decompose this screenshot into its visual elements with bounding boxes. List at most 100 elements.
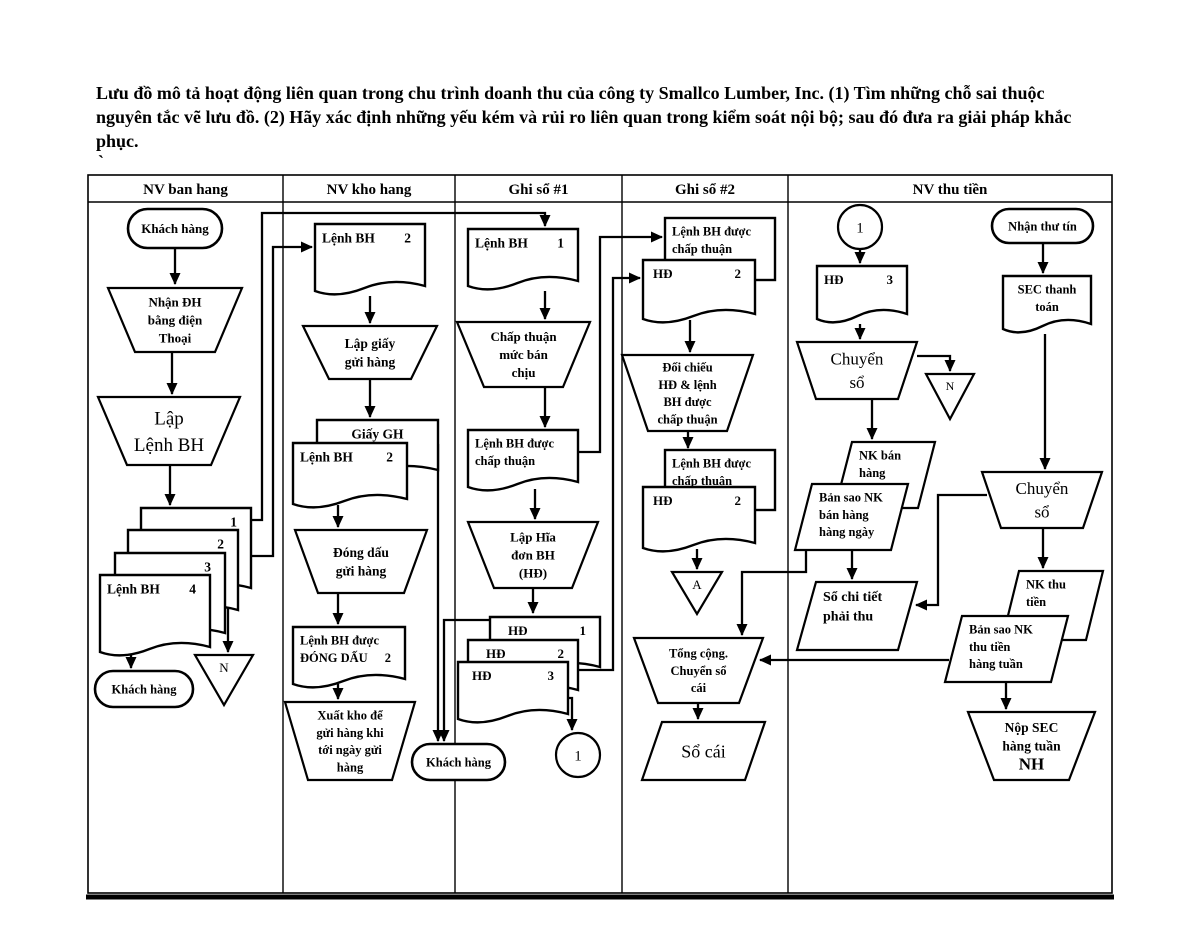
connector-1-out-label-0: 1 <box>574 748 582 764</box>
column-header-1: NV ban hang <box>143 182 228 198</box>
total-post-ledger-label-0: Tổng cộng. <box>669 647 728 661</box>
customer-end-2-label-0: Khách hàng <box>426 755 492 769</box>
customer-end-2: Khách hàng <box>410 742 507 782</box>
match-invoice-order-label-3: chấp thuận <box>657 412 717 426</box>
invoice-2-matched-label-0: HĐ <box>653 493 673 508</box>
ship-goods-label-2: tới ngày gửi <box>318 743 382 757</box>
stamp-shipping-label-1: gửi hàng <box>336 564 387 579</box>
customer-end-1-label-0: Khách hàng <box>112 682 178 696</box>
approved-order-matched-label-0: Lệnh BH được <box>672 457 751 471</box>
assignment-text: Lưu đồ mô tả hoạt động liên quan trong c… <box>96 82 1084 153</box>
post-journal-2-label-1: sổ <box>1034 503 1049 522</box>
stamped-sales-order-label-0: Lệnh BH được <box>300 634 379 648</box>
sales-order-2-doc-copy-number: 2 <box>386 450 393 465</box>
payment-check-doc-label-1: toán <box>1035 300 1059 314</box>
connector-1-out: 1 <box>554 731 602 779</box>
create-invoice-label-0: Lập Hĩa <box>510 530 556 545</box>
sales-order-2-warehouse-copy-number: 2 <box>404 231 411 246</box>
file-n-1-label-0: N <box>219 660 229 675</box>
sales-journal-copy-label-1: bán hàng <box>819 508 869 522</box>
file-n-2: N <box>924 372 976 422</box>
approve-credit-label-1: mức bán <box>499 347 548 362</box>
payment-check-doc: SEC thanh toán <box>1001 274 1093 334</box>
create-sales-order-label-1: Lệnh BH <box>134 435 204 456</box>
edge-invoice3-to-connector1 <box>566 696 578 731</box>
sales-journal-label-1: hàng <box>859 466 886 480</box>
prepare-shipping-note-label-1: gửi hàng <box>345 355 396 370</box>
approve-credit-label-2: chịu <box>512 365 536 380</box>
file-a: A <box>670 570 724 617</box>
column-header-4: Ghi sổ #2 <box>675 182 735 198</box>
payment-check-doc-label-0: SEC thanh <box>1018 283 1077 297</box>
approve-credit-label-0: Chấp thuận <box>490 329 557 344</box>
invoice-3-doc-copy-number: 3 <box>887 272 894 287</box>
stray-backtick: ` <box>98 152 104 172</box>
deposit-checks-bank-label-2: NH <box>1019 754 1045 773</box>
cash-receipts-journal-copy-label-1: thu tiền <box>969 640 1010 654</box>
receive-order-phone-label-1: bằng điện <box>148 313 203 328</box>
ship-goods-label-3: hàng <box>337 760 364 774</box>
create-invoice-label-2: (HĐ) <box>519 565 547 580</box>
match-invoice-order-label-0: Đối chiếu <box>662 361 712 375</box>
edge-copy1-to-ledger1 <box>251 211 551 522</box>
column-header-2: NV kho hang <box>327 182 412 198</box>
invoice-copy-1-copy-number: 1 <box>580 623 587 638</box>
company-name: Smallco Lumber, Inc. <box>658 83 824 103</box>
invoice-copy-3-copy-number: 3 <box>548 668 555 683</box>
sales-order-copy-4-label-0: Lệnh BH <box>107 582 160 597</box>
match-invoice-order-label-2: BH được <box>663 395 712 409</box>
sales-order-1-doc-label-0: Lệnh BH <box>475 236 528 251</box>
shipping-note-doc-label-0: Giấy GH <box>351 427 404 442</box>
sales-order-copy-4-copy-number: 4 <box>189 582 196 597</box>
column-header-3: Ghi sổ #1 <box>508 182 568 198</box>
stamped-sales-order-copy-number: 2 <box>385 651 391 665</box>
ar-subsidiary-ledger-label-1: phải thu <box>823 609 873 624</box>
general-ledger: Sổ cái <box>640 720 767 782</box>
approved-order-doc-label-0: Lệnh BH được <box>475 437 554 451</box>
invoice-2-matched-copy-number: 2 <box>735 493 742 508</box>
post-journal-1-label-1: sổ <box>849 373 864 392</box>
sales-journal-label-0: NK bán <box>859 449 901 463</box>
edge-post1-to-file-n2 <box>917 354 956 372</box>
edge-invoice2-to-ledger2 <box>578 272 641 672</box>
total-post-ledger-label-2: cái <box>691 681 707 695</box>
total-post-ledger-label-1: Chuyển sổ <box>671 664 727 678</box>
assignment-text-before: Lưu đồ mô tả hoạt động liên quan trong c… <box>96 83 659 103</box>
customer-start-label-0: Khách hàng <box>141 221 209 236</box>
sales-order-1-doc: Lệnh BH 1 <box>466 227 580 291</box>
approved-order-doc-label-1: chấp thuận <box>475 454 535 468</box>
sales-order-1-doc-copy-number: 1 <box>557 236 564 251</box>
connector-1-in: 1 <box>836 203 884 251</box>
stamped-sales-order-label-1: ĐÓNG DẤU <box>300 650 368 665</box>
customer-start: Khách hàng <box>126 207 224 250</box>
sales-order-copy-3-copy-number: 3 <box>204 560 211 575</box>
deposit-checks-bank-label-1: hàng tuần <box>1002 739 1061 754</box>
invoice-copy-2-copy-number: 2 <box>558 646 565 661</box>
file-n-2-label-0: N <box>946 379 955 393</box>
cash-receipts-journal-label-1: tiền <box>1026 595 1046 609</box>
ar-subsidiary-ledger-label-0: Sổ chi tiết <box>823 590 882 605</box>
cash-receipts-journal-copy-label-2: hàng tuần <box>969 657 1023 671</box>
sales-order-2-doc-label-0: Lệnh BH <box>300 450 353 465</box>
connector-1-in-label-0: 1 <box>856 220 864 236</box>
cash-receipts-journal-label-0: NK thu <box>1026 578 1066 592</box>
post-journal-2-label-0: Chuyển <box>1016 479 1069 498</box>
invoice-copy-3-label-0: HĐ <box>472 668 492 683</box>
customer-end-1: Khách hàng <box>93 669 195 709</box>
approved-order-received-label-0: Lệnh BH được <box>672 225 751 239</box>
sales-order-copy-2-copy-number: 2 <box>217 537 224 552</box>
column-header-5: NV thu tiền <box>913 182 988 198</box>
approved-order-doc: Lệnh BH được chấp thuận <box>466 428 580 492</box>
invoice-2-matched: HĐ 2 <box>641 485 757 553</box>
